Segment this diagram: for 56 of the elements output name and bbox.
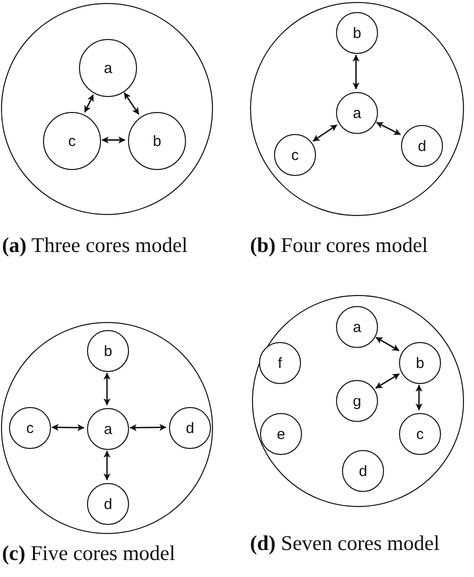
core-circle <box>336 306 378 348</box>
core-circle <box>87 330 129 372</box>
core-circle <box>87 408 129 450</box>
core-label: d <box>186 420 194 436</box>
core-circle <box>399 342 441 384</box>
subfigure-caption: (a) Three cores model <box>2 232 189 258</box>
core-circle <box>401 125 443 167</box>
core-circle <box>87 483 129 525</box>
subfigure-caption: (d) Seven cores model <box>250 530 441 556</box>
model-circle <box>1 322 213 534</box>
core-label: b <box>416 354 424 372</box>
core-label: e <box>276 426 286 442</box>
core-circle <box>336 92 378 134</box>
core-circle <box>274 134 316 176</box>
double-arrow <box>104 450 110 480</box>
model-circle <box>252 295 464 507</box>
double-arrow <box>84 94 94 113</box>
core-label: b <box>352 24 362 42</box>
core-label: d <box>418 138 426 154</box>
core-circle <box>260 413 302 455</box>
core-circle <box>336 12 378 54</box>
double-arrow <box>352 54 360 90</box>
core-circle <box>259 342 301 384</box>
core-label: a <box>104 420 112 438</box>
core-label: a <box>352 318 362 336</box>
core-label: d <box>104 496 112 512</box>
core-label: b <box>104 342 112 360</box>
core-label: c <box>68 132 76 150</box>
double-arrow <box>52 424 84 432</box>
double-arrow <box>124 92 140 115</box>
double-arrow <box>130 424 166 432</box>
core-label: d <box>358 462 368 480</box>
double-arrow <box>376 336 400 352</box>
core-circle <box>169 407 211 449</box>
core-label: c <box>416 426 424 442</box>
core-label: g <box>352 392 362 410</box>
double-arrow <box>416 384 422 410</box>
core-circle <box>342 450 384 492</box>
core-label: a <box>104 60 112 76</box>
double-arrow <box>312 124 338 142</box>
subfigure-caption: (c) Five cores model <box>2 540 176 566</box>
core-label: b <box>152 132 162 150</box>
core-circle <box>399 413 441 455</box>
core-label: a <box>352 104 362 122</box>
double-arrow <box>104 372 110 406</box>
core-circle <box>9 407 51 449</box>
subfigure-caption: (b) Four cores model <box>250 232 429 258</box>
model-circle <box>1 3 213 215</box>
core-circle <box>336 380 378 422</box>
double-arrow <box>376 122 401 136</box>
core-label: f <box>278 354 282 372</box>
double-arrow <box>102 136 126 144</box>
core-label: c <box>291 146 299 164</box>
model-circle <box>250 2 464 216</box>
double-arrow <box>375 373 400 389</box>
core-label: c <box>26 420 34 436</box>
